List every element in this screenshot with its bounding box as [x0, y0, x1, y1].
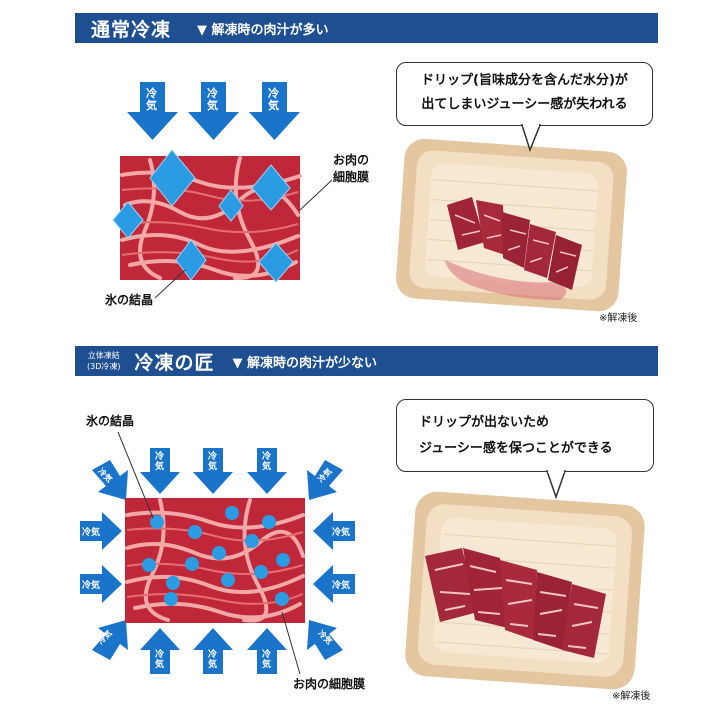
section1-membrane-label-line1: お肉の — [333, 153, 370, 167]
section2-arrow-label: 冷気 — [332, 528, 351, 538]
section2-arrow-label: 冷気 — [82, 528, 101, 538]
section1-arrow-label: 冷気 — [268, 87, 279, 112]
section2-meat-tray-photo — [405, 491, 645, 690]
section1-banner: 通常冷凍 ▼ 解凍時の肉汁が多い — [75, 13, 658, 43]
section2-ice-leader — [117, 431, 154, 519]
section2-banner-small-line2: (3D冷凍) — [87, 362, 121, 371]
section2-banner-small: 立体凍結 (3D冷凍) — [87, 350, 121, 372]
section1-bubble-line2: 出てしまいジューシー感が失われる — [421, 97, 628, 112]
section2-banner: 立体凍結 (3D冷凍) 冷凍の匠 ▼ 解凍時の肉汁が少ない — [75, 346, 658, 376]
section1-speech-bubble: ドリップ(旨味成分を含んだ水分)が 出てしまいジューシー感が失われる — [396, 62, 653, 126]
section2-speech-bubble: ドリップが出ないため ジューシー感を保つことができる — [396, 399, 654, 472]
section2-arrow-label: 冷気 — [155, 452, 165, 472]
section2-cold-air-arrow — [80, 448, 355, 674]
section2-arrow-label: 冷気 — [208, 650, 218, 670]
section2-ice-crystal — [142, 506, 290, 606]
section1-ice-leader — [154, 269, 186, 299]
section2-membrane-label: お肉の細胞膜 — [293, 677, 366, 691]
section2-banner-subtitle: ▼ 解凍時の肉汁が少ない — [232, 355, 378, 371]
section2-arrow-label: 冷気 — [262, 452, 272, 472]
section2-arrow-label: 冷気 — [82, 581, 101, 591]
section2-banner-title: 冷凍の匠 — [134, 351, 215, 374]
section2-ice-label: 氷の結晶 — [86, 414, 135, 428]
section1-bubble-line1: ドリップ(旨味成分を含んだ水分)が — [421, 73, 628, 88]
section2-banner-small-line1: 立体凍結 — [87, 351, 120, 360]
section2-arrow-label: 冷気 — [332, 581, 351, 591]
section1-ice-label: 氷の結晶 — [105, 293, 154, 307]
section1-membrane-label-line2: 細胞膜 — [333, 170, 370, 184]
section1-arrow-label: 冷気 — [146, 87, 157, 112]
section2-membrane-leader — [281, 611, 301, 675]
section2-arrow-label: 冷気 — [262, 650, 272, 670]
section2-arrow-label: 冷気 — [208, 452, 218, 472]
section1-ice-crystal — [112, 149, 294, 283]
section1-arrow-label: 冷気 — [207, 87, 218, 112]
section1-meat-tray-photo — [396, 138, 627, 312]
section1-banner-title: 通常冷凍 — [91, 18, 172, 41]
section1-note: ※解凍後 — [599, 313, 638, 324]
section1-banner-subtitle: ▼ 解凍時の肉汁が多い — [197, 22, 329, 38]
section1-cold-air-arrow — [127, 82, 300, 140]
section2-bubble-line1: ドリップが出ないため — [419, 415, 550, 430]
section1-membrane-leader — [299, 179, 333, 211]
section2-arrow-label: 冷気 — [155, 650, 165, 670]
section2-note: ※解凍後 — [612, 691, 651, 702]
section1-membrane-label: お肉の 細胞膜 — [333, 152, 369, 186]
section2-bubble-line2: ジューシー感を保つことができる — [419, 441, 613, 456]
